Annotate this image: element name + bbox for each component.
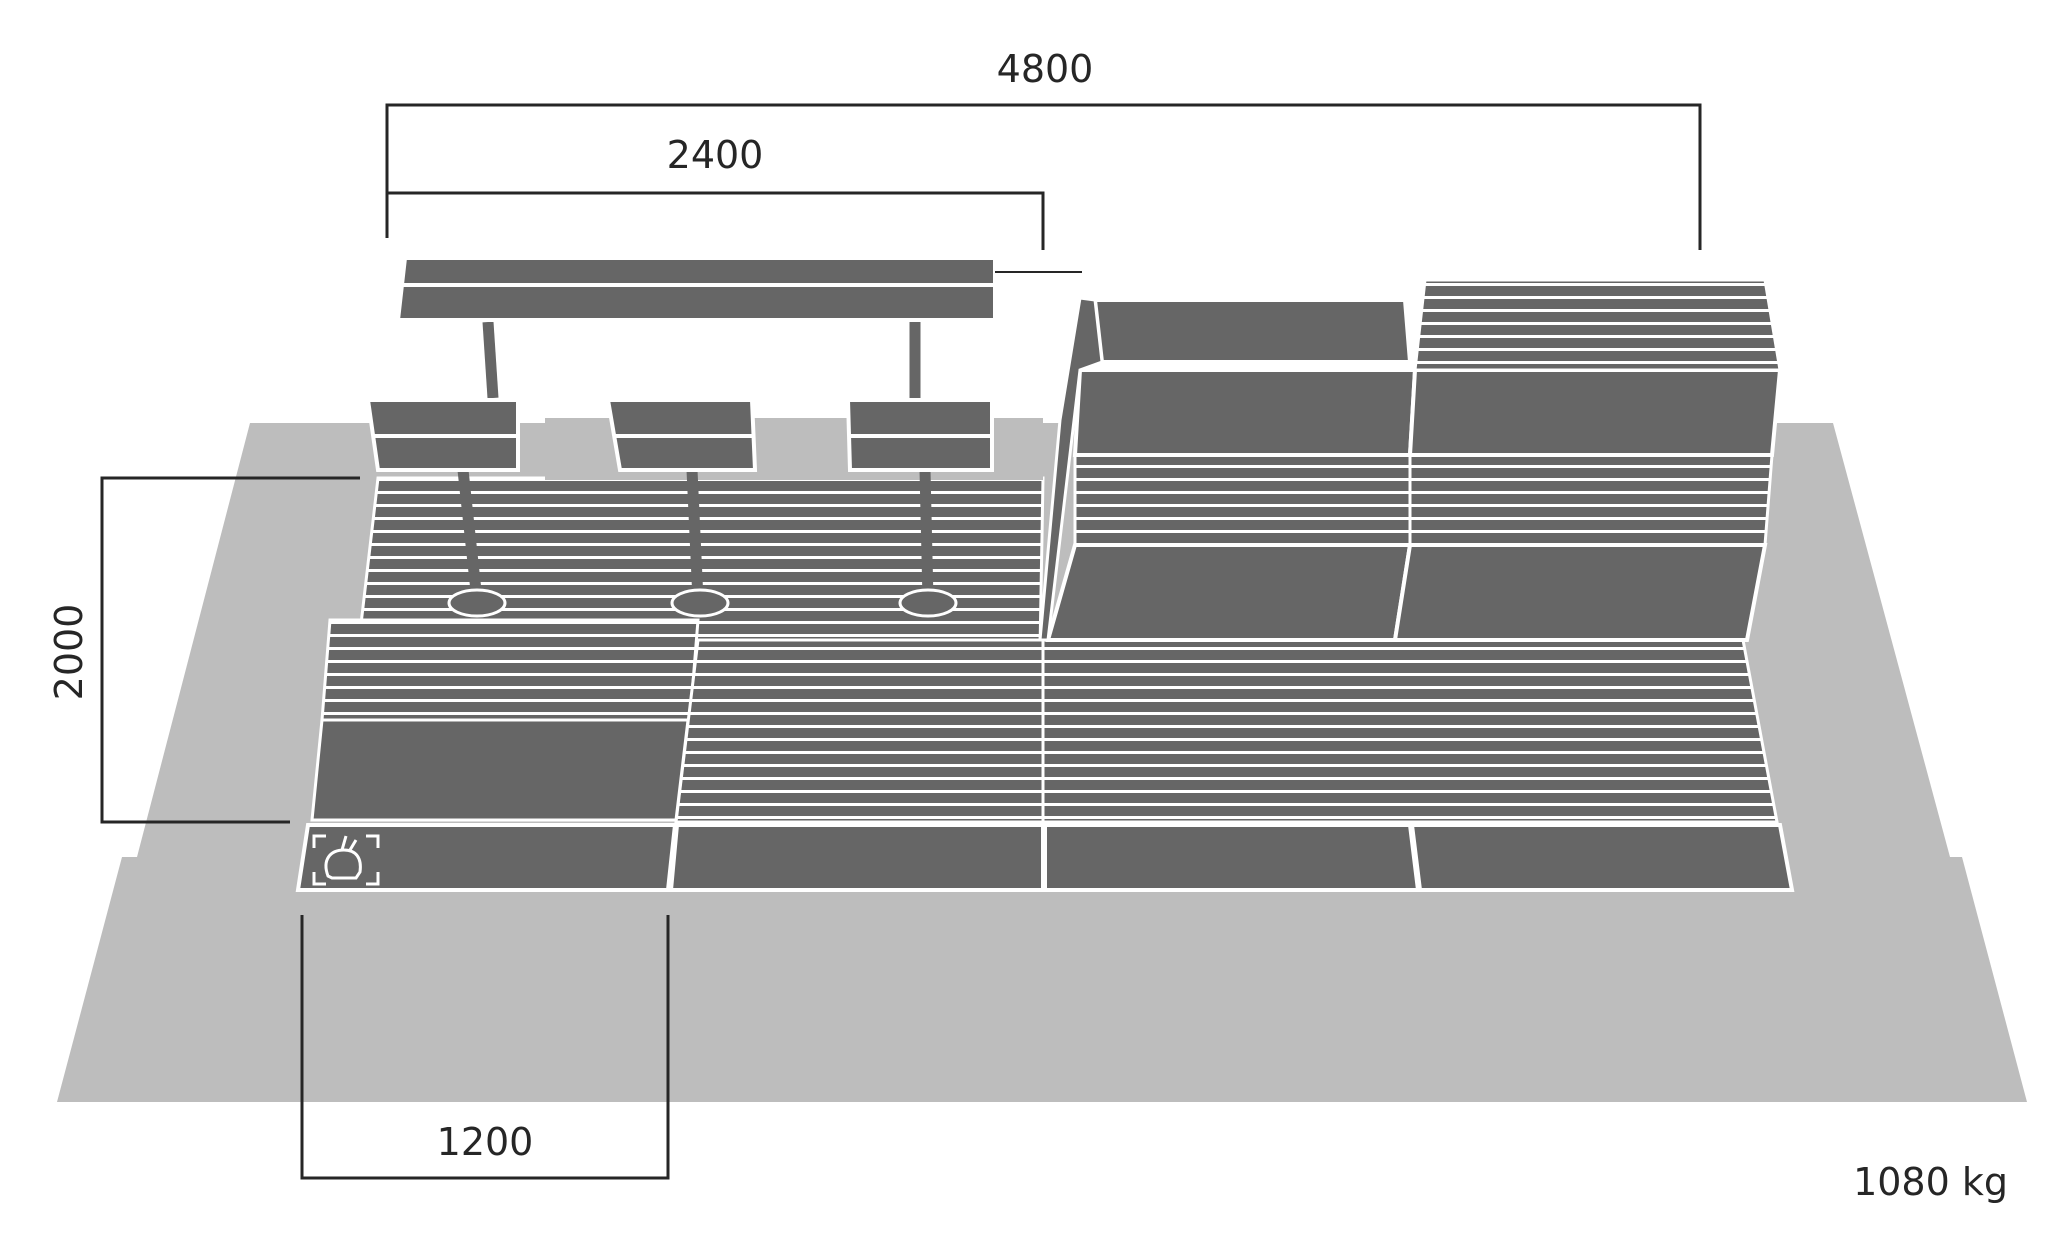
dimension-2400-label: 2400 bbox=[667, 133, 764, 177]
stack-right-mid bbox=[1407, 368, 1783, 457]
stack-left-mid bbox=[1072, 368, 1418, 457]
floor-stripes-front-left bbox=[320, 618, 700, 722]
floor-decks bbox=[310, 618, 1779, 824]
top-bench bbox=[395, 256, 1082, 322]
table-seats bbox=[365, 398, 994, 472]
stack-right-mid-stripes bbox=[1408, 453, 1774, 547]
front-block-4 bbox=[1409, 823, 1795, 892]
front-block-1 bbox=[295, 823, 678, 892]
dimension-1200-label: 1200 bbox=[437, 1120, 534, 1164]
stack-right-top-stripes bbox=[1413, 278, 1782, 372]
floor-solid-left bbox=[310, 718, 690, 822]
right-stack bbox=[1038, 278, 1783, 642]
front-block-2 bbox=[668, 823, 1045, 892]
base-front-platform bbox=[57, 857, 2027, 1102]
dimension-4800-line bbox=[385, 103, 1702, 250]
dimension-2000-line bbox=[100, 476, 360, 824]
front-row-blocks bbox=[295, 823, 1795, 892]
dimension-2400-line bbox=[385, 191, 1045, 250]
stack-left-bottom bbox=[1045, 543, 1413, 642]
stack-left-side bbox=[1038, 296, 1104, 642]
dimension-lines bbox=[100, 103, 1702, 1180]
hand-grab-icon bbox=[312, 834, 380, 886]
stack-right-bottom bbox=[1392, 543, 1768, 642]
floor-stripes-center bbox=[674, 638, 1045, 824]
front-block-3 bbox=[1043, 823, 1421, 892]
weight-label: 1080 kg bbox=[1853, 1160, 2008, 1204]
stack-left-top bbox=[1092, 298, 1413, 364]
floor-stripes-right bbox=[1041, 638, 1779, 824]
dimension-4800-label: 4800 bbox=[997, 47, 1094, 91]
dimension-1200-line bbox=[300, 915, 670, 1180]
dimension-2000-label: 2000 bbox=[47, 604, 91, 701]
table-supports bbox=[447, 321, 958, 618]
stack-left-mid-stripes bbox=[1073, 453, 1412, 547]
